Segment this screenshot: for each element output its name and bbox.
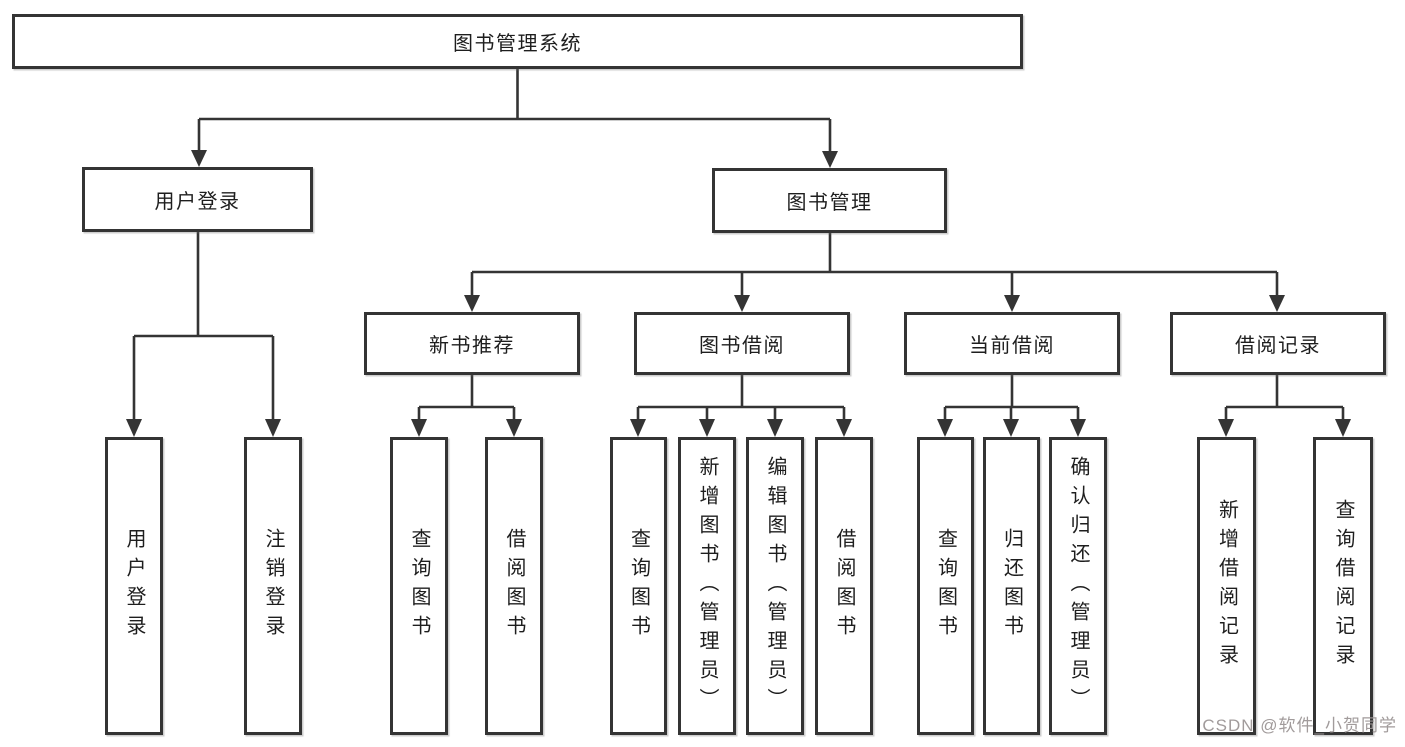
leaf-confirm-return-admin-label: 确认归还（管理员） [1067, 455, 1089, 717]
leaf-query-books-recommend: 查询图书 [390, 437, 448, 735]
node-book-borrow: 图书借阅 [634, 312, 850, 375]
leaf-edit-book-admin-label: 编辑图书（管理员） [764, 455, 786, 717]
leaf-return-books: 归还图书 [983, 437, 1040, 735]
node-borrow-records: 借阅记录 [1170, 312, 1386, 375]
leaf-return-books-label: 归还图书 [1000, 528, 1023, 644]
node-user-login: 用户登录 [82, 167, 313, 232]
leaf-user-login: 用户登录 [105, 437, 163, 735]
node-current-borrow: 当前借阅 [904, 312, 1120, 375]
leaf-query-books-current-label: 查询图书 [934, 528, 957, 644]
node-book-management: 图书管理 [712, 168, 947, 233]
leaf-borrow-books-recommend-label: 借阅图书 [503, 528, 525, 644]
leaf-confirm-return-admin: 确认归还（管理员） [1049, 437, 1107, 735]
leaf-logout-label: 注销登录 [262, 528, 284, 644]
node-new-book-recommend: 新书推荐 [364, 312, 580, 375]
leaf-query-books-borrow: 查询图书 [610, 437, 667, 735]
leaf-borrow-books-recommend: 借阅图书 [485, 437, 543, 735]
leaf-borrow-books: 借阅图书 [815, 437, 873, 735]
leaf-add-borrow-record: 新增借阅记录 [1197, 437, 1256, 735]
leaf-query-books-recommend-label: 查询图书 [408, 528, 430, 644]
csdn-watermark: CSDN @软件_小贺同学 [1202, 716, 1397, 735]
leaf-logout: 注销登录 [244, 437, 302, 735]
leaf-query-borrow-record-label: 查询借阅记录 [1332, 499, 1354, 673]
node-library-management-system: 图书管理系统 [12, 14, 1023, 69]
leaf-borrow-books-label: 借阅图书 [833, 528, 855, 644]
leaf-query-borrow-record: 查询借阅记录 [1313, 437, 1373, 735]
leaf-add-book-admin-label: 新增图书（管理员） [696, 455, 718, 717]
leaf-add-book-admin: 新增图书（管理员） [678, 437, 736, 735]
leaf-user-login-label: 用户登录 [123, 528, 145, 644]
leaf-add-borrow-record-label: 新增借阅记录 [1215, 499, 1238, 673]
leaf-edit-book-admin: 编辑图书（管理员） [746, 437, 804, 735]
arrowheads [126, 150, 1351, 437]
leaf-query-books-borrow-label: 查询图书 [627, 528, 650, 644]
leaf-query-books-current: 查询图书 [917, 437, 974, 735]
